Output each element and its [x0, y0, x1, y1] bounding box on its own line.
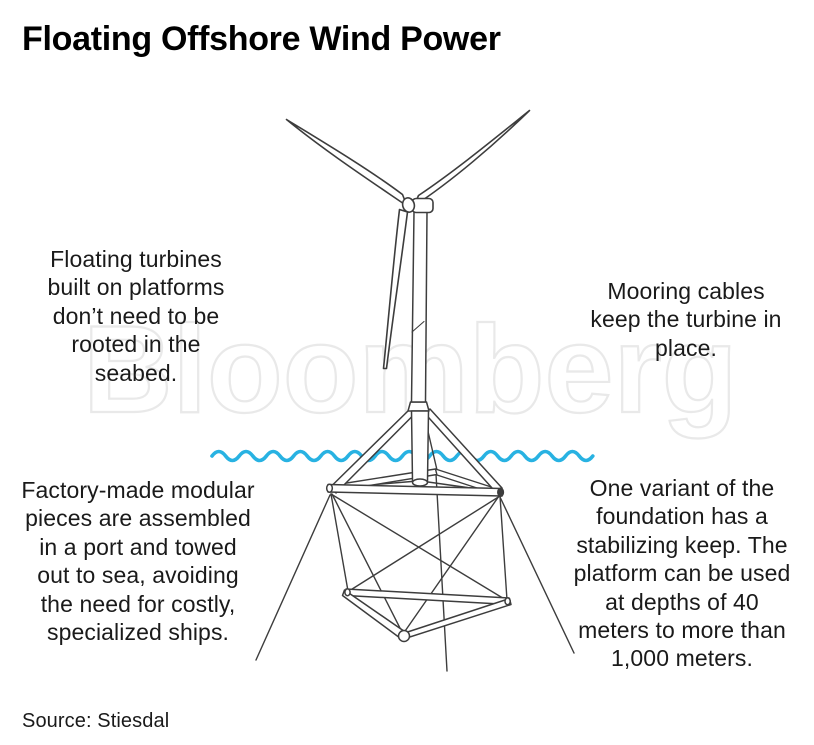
- annotation-factory-modular: Factory-made modular pieces are assemble…: [13, 476, 263, 646]
- annotation-line: stabilizing keep. The: [576, 531, 788, 558]
- annotation-foundation-variant: One variant of the foundation has a stab…: [554, 474, 810, 673]
- rotor-hub: [401, 197, 416, 213]
- turbine-structure: [255, 109, 575, 672]
- mooring-cable-right: [499, 496, 575, 654]
- annotation-line: Mooring cables: [607, 278, 765, 304]
- annotation-line: pieces are assembled: [25, 505, 251, 532]
- keel-ballast-ball: [397, 629, 411, 643]
- annotation-line: keep the turbine in: [590, 306, 782, 333]
- lattice-braces: [330, 493, 508, 635]
- annotation-line: in a port and towed: [39, 533, 237, 560]
- annotation-line: seabed.: [94, 359, 178, 386]
- annotation-line: specialized ships.: [46, 619, 230, 646]
- water-line: [210, 449, 595, 463]
- page-title: Floating Offshore Wind Power: [22, 20, 501, 58]
- source-credit: Source: Stiesdal: [22, 710, 170, 732]
- turbine-tower: [410, 211, 428, 403]
- annotation-line: One variant of the: [589, 475, 775, 501]
- annotation-line: rooted in the: [71, 331, 201, 358]
- annotation-line: the need for costly,: [40, 590, 236, 617]
- annotation-line: Factory-made modular: [21, 477, 255, 503]
- annotation-mooring-cables: Mooring cables keep the turbine in place…: [561, 277, 811, 362]
- annotation-line: place.: [655, 334, 717, 361]
- annotation-floating-turbines: Floating turbines built on platforms don…: [16, 245, 256, 387]
- annotation-line: at depths of 40: [605, 588, 759, 615]
- rotor-blades: [285, 109, 531, 370]
- mooring-cable-center: [435, 473, 448, 672]
- annotation-line: platform can be used: [573, 560, 791, 587]
- center-column: [407, 401, 430, 487]
- platform-front-beam: [325, 483, 505, 497]
- annotation-line: Floating turbines: [50, 246, 222, 272]
- annotation-line: don’t need to be: [52, 302, 220, 329]
- annotation-line: 1,000 meters.: [611, 645, 753, 672]
- annotation-line: meters to more than: [578, 617, 786, 644]
- blade-up-right: [413, 109, 531, 207]
- mooring-cable-left: [255, 494, 331, 661]
- annotation-line: out to sea, avoiding: [37, 562, 239, 589]
- keel-tubes: [341, 588, 512, 643]
- annotation-line: foundation has a: [596, 503, 768, 530]
- annotation-line: built on platforms: [47, 274, 225, 301]
- blade-up-left: [285, 118, 408, 207]
